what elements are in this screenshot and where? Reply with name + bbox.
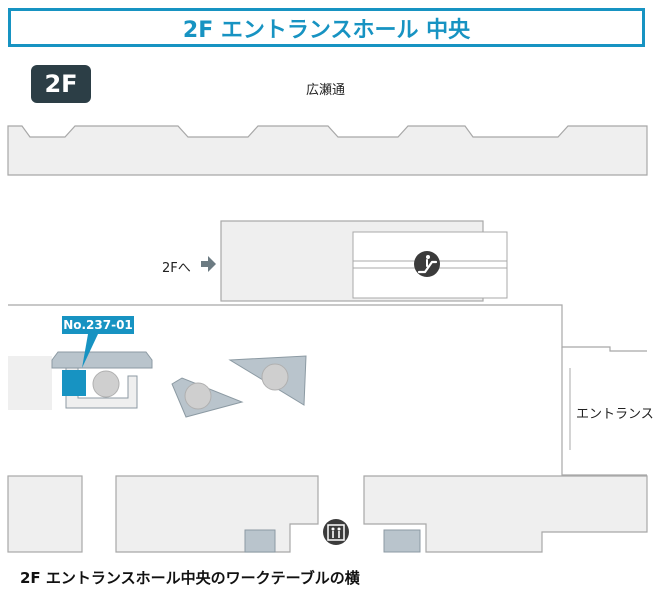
location-caption: 2F エントランスホール中央のワークテーブルの横 — [20, 569, 360, 587]
work-table — [51, 351, 153, 369]
round-table-1 — [92, 370, 120, 398]
entrance-label: エントランス — [576, 407, 654, 422]
bottom-center-building — [115, 475, 319, 553]
arrow-right-icon — [201, 256, 216, 272]
bottom-left-building — [7, 475, 83, 553]
floor-badge: 2F — [31, 65, 91, 103]
page-title: 2F エントランスホール 中央 — [8, 8, 645, 47]
round-table-2 — [184, 382, 212, 410]
elevator-icon — [323, 519, 349, 545]
hall-outline — [8, 304, 647, 352]
bottom-right-building — [363, 475, 648, 553]
location-callout: No.237-01 — [62, 316, 134, 334]
target-table-marker — [62, 370, 86, 396]
street-label: 広瀬通 — [306, 83, 346, 98]
to-2f-label: 2Fへ — [162, 261, 191, 276]
callout-text: No.237-01 — [63, 318, 133, 332]
street-building — [7, 125, 648, 176]
page-title-text: 2F エントランスホール 中央 — [182, 17, 471, 43]
left-wall — [8, 356, 52, 410]
round-table-3 — [261, 363, 289, 391]
floor-badge-text: 2F — [44, 70, 78, 98]
escalator-icon — [414, 251, 440, 277]
